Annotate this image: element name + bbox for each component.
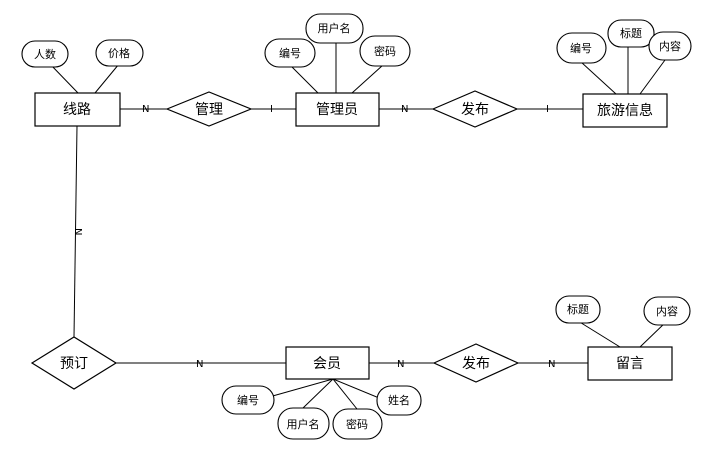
line-route-attr-count [49,63,79,94]
attr-admin-id: 编号 [264,38,316,68]
attr-message-content: 内容 [643,296,691,326]
card-publish-info: I [546,104,549,115]
relationship-reserve: 预订 [30,336,118,390]
relationship-manage-label: 管理 [195,102,223,118]
line-info-attr-content [639,59,666,95]
line-member-attr-password [332,378,358,410]
entity-message-label: 留言 [616,356,644,372]
attr-member-id-label: 编号 [237,393,259,407]
attr-info-id: 编号 [556,32,607,64]
entity-member: 会员 [285,346,370,380]
attr-member-username-label: 用户名 [287,417,320,431]
attr-admin-username: 用户名 [305,13,364,44]
relationship-publish-info: 发布 [431,90,519,128]
attr-message-content-label: 内容 [656,304,678,318]
card-route-manage: N [142,104,149,115]
card-route-reserve: N [72,228,83,235]
line-route-attr-price [94,63,120,94]
line-member-attr-username [302,378,334,409]
entity-route: 线路 [34,92,121,127]
entity-travel-info-label: 旅游信息 [597,102,653,119]
card-admin-publish: N [401,104,408,115]
attr-message-title: 标题 [555,295,601,324]
card-reserve-member: N [196,359,203,370]
attr-info-title-label: 标题 [620,26,642,40]
attr-member-password: 密码 [332,408,383,440]
line-admin-attr-id [288,63,319,94]
line-admin-attr-password [351,64,384,94]
card-member-publish: N [397,359,404,370]
entity-admin: 管理员 [295,92,380,127]
entity-admin-label: 管理员 [316,102,358,118]
line-route-reserve [73,125,78,338]
relationship-publish-info-label: 发布 [461,102,489,118]
attr-route-price-label: 价格 [108,46,130,60]
attr-info-title: 标题 [607,19,655,48]
entity-member-label: 会员 [313,356,341,372]
attr-member-password-label: 密码 [346,417,368,431]
cardinality-labels: N I N I N N N N [72,104,555,370]
attr-admin-password-label: 密码 [374,44,396,58]
attr-member-username: 用户名 [277,407,330,440]
attr-message-title-label: 标题 [567,302,589,316]
entity-travel-info: 旅游信息 [582,93,668,128]
attr-route-count: 人数 [21,40,69,68]
attr-route-count-label: 人数 [34,48,56,61]
attr-member-name: 姓名 [376,385,422,416]
line-member-attr-name [332,378,385,401]
attr-member-id: 编号 [221,385,275,415]
relationship-publish-message: 发布 [432,343,520,383]
relationship-manage: 管理 [165,91,253,127]
attr-admin-id-label: 编号 [279,46,301,60]
attr-admin-username-label: 用户名 [318,21,351,35]
attr-info-content: 内容 [648,31,692,61]
connector-lines [49,42,668,410]
line-message-attr-title [577,320,621,348]
entity-message: 留言 [587,346,673,381]
attr-admin-password: 密码 [359,35,411,67]
line-info-attr-id [580,61,617,95]
attr-member-name-label: 姓名 [388,393,410,407]
attr-route-price: 价格 [95,39,144,67]
card-manage-admin: I [270,104,273,115]
card-publish-message: N [548,359,555,370]
attr-info-id-label: 编号 [570,41,592,55]
relationship-reserve-label: 预订 [60,356,88,372]
attr-info-content-label: 内容 [659,39,681,53]
entity-route-label: 线路 [63,102,91,118]
relationship-publish-message-label: 发布 [462,356,490,372]
